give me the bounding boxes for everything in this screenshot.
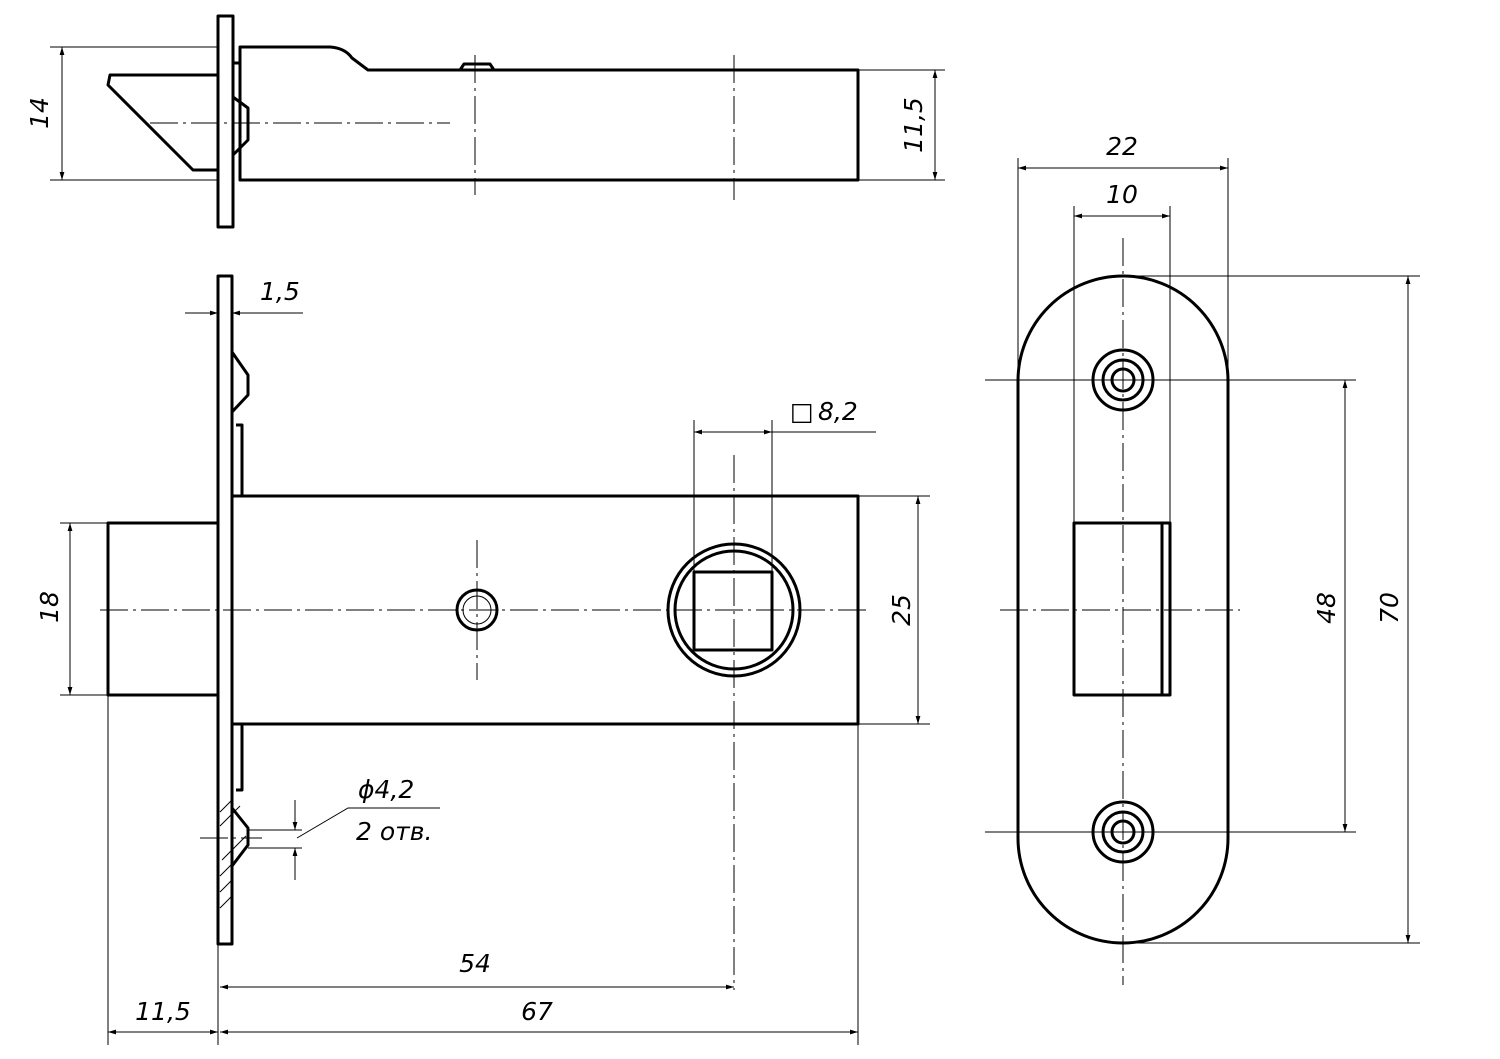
- dim-label-11-5: 11,5: [899, 97, 928, 153]
- hole-count-label: 2 отв.: [356, 817, 432, 846]
- strike-opening: [1072, 521, 1172, 697]
- bolt-profile: [231, 61, 250, 157]
- section-hatch: [219, 799, 247, 909]
- countersink-bottom: [230, 807, 250, 867]
- latch-bolt: [106, 521, 220, 697]
- strike-plate-view: 22 10 48 70: [985, 132, 1420, 985]
- dim-label-48: 48: [1312, 592, 1341, 624]
- dim-label-25: 25: [887, 594, 916, 626]
- countersink-top: [230, 351, 250, 414]
- square-symbol: □: [790, 397, 814, 426]
- front-view: 1,5 □ 8,2 18 25 ϕ4,2 2 отв. 54 67 11,5: [35, 274, 930, 1045]
- faceplate-top: [216, 14, 235, 229]
- square-spindle-hole: [692, 570, 774, 652]
- dim-label-18: 18: [35, 591, 64, 623]
- body-top: [238, 45, 860, 182]
- dim-label-1-5: 1,5: [260, 277, 300, 306]
- top-view: 14 11,5: [25, 14, 945, 229]
- dim-label-14: 14: [25, 97, 54, 129]
- dim-label-10: 10: [1106, 180, 1138, 209]
- latch-bolt-top: [106, 73, 218, 172]
- dim-label-11-5-latch: 11,5: [135, 997, 191, 1026]
- hole-diameter-label: ϕ4,2: [358, 775, 414, 804]
- rivet-top: [458, 62, 496, 71]
- dim-label-54: 54: [459, 949, 491, 978]
- tabs: [236, 423, 244, 792]
- dim-label-67: 67: [521, 997, 553, 1026]
- dim-label-8-2: 8,2: [818, 397, 858, 426]
- dim-label-70: 70: [1375, 592, 1404, 624]
- dim-label-22: 22: [1106, 132, 1138, 161]
